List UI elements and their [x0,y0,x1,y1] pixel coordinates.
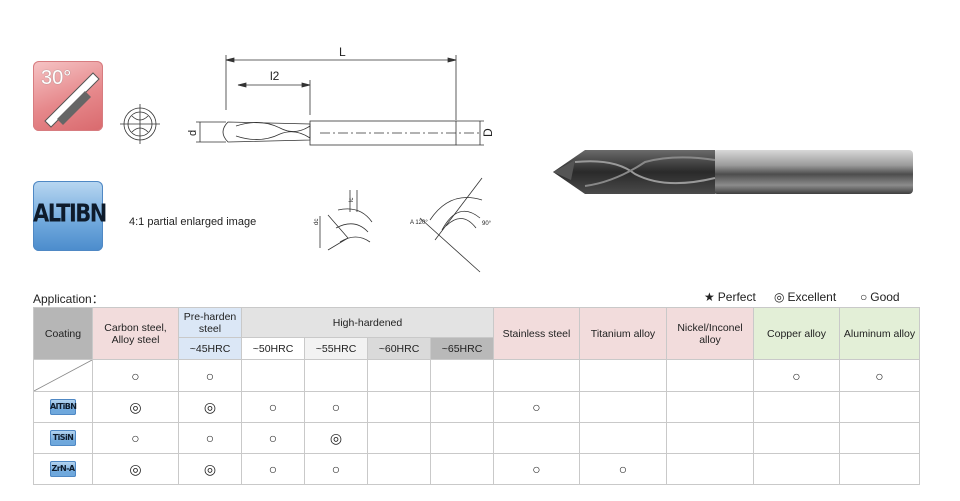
table-row: ZrN-A◎◎○○○○ [33,453,920,485]
header-aluminum: Aluminum alloy [839,307,920,360]
table-row: AlTiBN◎◎○○○ [33,391,920,423]
rating-cell [666,359,754,392]
legend-perfect: ★Perfect [704,290,756,304]
header-pre-harden: Pre-harden steel [178,307,242,338]
rating-cell: ○ [839,359,920,392]
rating-cell [241,359,305,392]
rating-cell [839,391,920,423]
coating-cell: AlTiBN [33,391,93,423]
rating-cell: ○ [304,391,368,423]
end-view-icon [120,104,160,144]
rating-cell [753,391,840,423]
rating-cell [367,422,431,454]
rating-cell: ○ [493,391,580,423]
detail-dc-label: dc [314,219,320,225]
circle-icon: ○ [860,290,868,304]
legend-excellent: ◎Excellent [774,290,837,304]
rating-cell: ○ [92,422,179,454]
rating-cell: ○ [92,359,179,392]
rating-cell [839,453,920,485]
rating-cell: ○ [753,359,840,392]
header-50hrc: ~50HRC [241,337,305,360]
rating-cell [579,391,667,423]
legend-good: ○Good [860,290,900,304]
dim-L-label: L [339,45,346,59]
rating-cell [753,453,840,485]
dim-l2-label: l2 [270,69,280,83]
rating-cell [367,359,431,392]
rating-cell: ○ [579,453,667,485]
rating-cell [493,359,580,392]
table-row: TiSiN○○○◎ [33,422,920,454]
angle-90-label: 90° [482,221,492,227]
rating-cell: ◎ [178,391,242,423]
enlarged-image-label: 4:1 partial enlarged image [129,216,257,228]
star-icon: ★ [704,290,715,304]
dim-D-label: D [481,128,495,137]
rating-cell: ○ [241,453,305,485]
end-mill-photo [553,150,913,194]
diagonal-cell [33,359,93,392]
rating-cell [304,359,368,392]
helix-angle-value: 30° [41,67,72,89]
rating-cell: ○ [178,359,242,392]
header-carbon-steel: Carbon steel, Alloy steel [92,307,179,360]
rating-cell: ◎ [92,391,179,423]
rating-cell: ○ [304,453,368,485]
enlarged-detail-icon [319,190,373,251]
angle-A-label: A 120° [410,220,428,226]
rating-cell: ◎ [178,453,242,485]
rating-cell [579,422,667,454]
coating-cell: ZrN-A [33,453,93,485]
coating-chip: TiSiN [50,430,76,446]
rating-cell [430,422,494,454]
rating-cell: ◎ [304,422,368,454]
header-titanium: Titanium alloy [579,307,667,360]
technical-drawing: L l2 d D dc lc A 120° 90° [120,45,495,273]
rating-cell [666,453,754,485]
helix-angle-icon [44,72,100,128]
header-55hrc: ~55HRC [304,337,368,360]
header-60hrc: ~60HRC [367,337,431,360]
table-row: ○○○○ [33,359,920,392]
diagonal-line-icon [34,360,92,391]
rating-cell [753,422,840,454]
double-circle-icon: ◎ [774,290,785,304]
helix-angle-badge: 30° [33,61,103,131]
dim-d-label: d [187,130,199,136]
rating-cell: ○ [241,391,305,423]
header-nickel: Nickel/Inconel alloy [666,307,754,360]
rating-cell [579,359,667,392]
rating-cell [666,422,754,454]
rating-cell [367,391,431,423]
rating-cell [839,422,920,454]
rating-cell: ○ [178,422,242,454]
rating-cell: ○ [241,422,305,454]
rating-cell: ○ [493,453,580,485]
coating-badge-label: ALTIBN [33,198,107,228]
coating-cell: TiSiN [33,422,93,454]
header-65hrc: ~65HRC [430,337,494,360]
header-coating: Coating [33,307,93,360]
rating-cell [430,359,494,392]
header-stainless: Stainless steel [493,307,580,360]
detail-lc-label: lc [349,198,355,202]
point-angle-icon [419,177,483,273]
rating-cell [430,391,494,423]
coating-badge: ALTIBN [33,181,107,251]
rating-cell: ◎ [92,453,179,485]
header-high-hardened: High-hardened [241,307,494,338]
rating-cell [493,422,580,454]
application-label: Application： [33,292,104,306]
rating-cell [367,453,431,485]
header-copper: Copper alloy [753,307,840,360]
coating-chip: ZrN-A [50,461,76,477]
coating-chip: AlTiBN [50,399,77,415]
application-table: Coating Carbon steel, Alloy steel Pre-ha… [33,307,920,485]
rating-cell [666,391,754,423]
rating-cell [430,453,494,485]
header-45hrc: ~45HRC [178,337,242,360]
